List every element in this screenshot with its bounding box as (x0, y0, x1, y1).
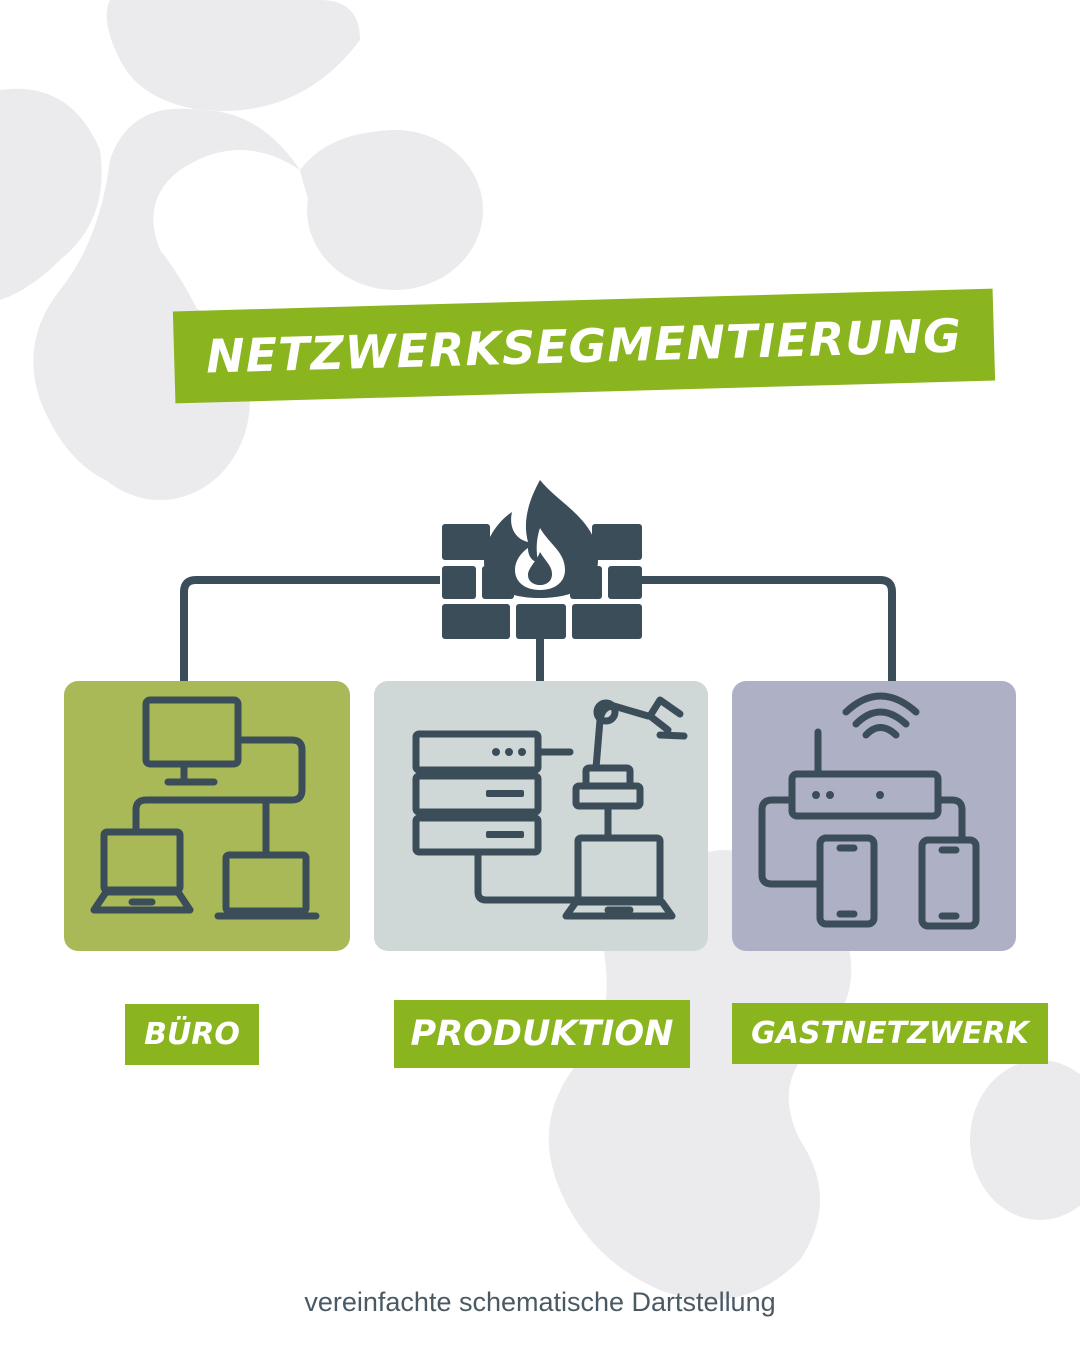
laptop-icon (214, 851, 320, 920)
segment-label-produktion: PRODUKTION (394, 1000, 690, 1068)
router-icon (788, 728, 942, 820)
laptop-icon (562, 834, 676, 920)
segment-label-text: PRODUKTION (410, 1014, 674, 1054)
caption: vereinfachte schematische Dartstellung (304, 1287, 776, 1317)
smartphone-icon (918, 836, 980, 930)
monitor-icon (142, 696, 242, 786)
robot-arm-icon (572, 696, 688, 810)
buero-links (132, 736, 306, 859)
gast-links (758, 796, 966, 888)
produktion-panel (374, 681, 708, 951)
network-diagram (64, 480, 1016, 951)
segment-label-gastnetzwerk: GASTNETZWERK (732, 1003, 1048, 1064)
segment-label-text: GASTNETZWERK (751, 1016, 1029, 1051)
smartphone-icon (816, 834, 878, 928)
segment-label-text: BÜRO (144, 1017, 240, 1052)
produktion-links (474, 748, 612, 904)
buero-panel (64, 681, 350, 951)
laptop-icon (90, 828, 194, 914)
page-title: NETZWERKSEGMENTIERUNG (205, 308, 963, 384)
connection-lines (180, 576, 896, 684)
firewall-flame-icon (442, 480, 642, 639)
wifi-icon (842, 692, 920, 739)
segment-label-buero: BÜRO (125, 1004, 259, 1065)
